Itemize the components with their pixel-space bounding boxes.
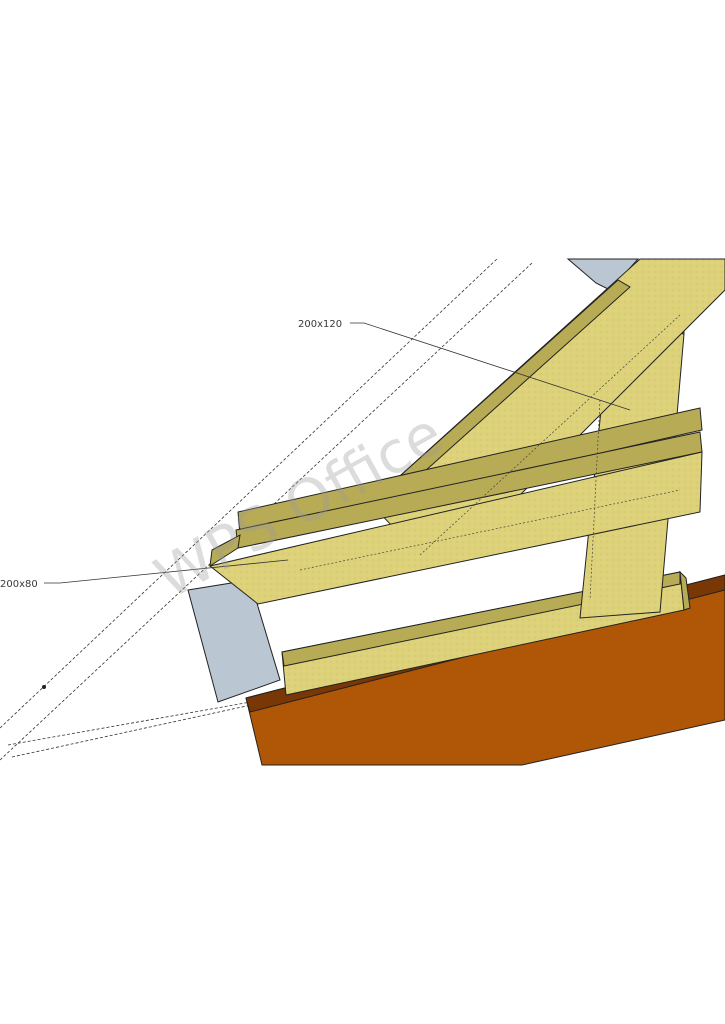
- collar-tie-200x80: [208, 407, 703, 605]
- hidden-edges: [299, 314, 681, 601]
- leader-lines: [44, 322, 631, 584]
- guide-point: [42, 685, 46, 689]
- steel-plate-lower: [187, 579, 281, 703]
- upper-dimension-label: 200x120: [298, 319, 342, 330]
- lower-dimension-label: 200x80: [0, 579, 38, 590]
